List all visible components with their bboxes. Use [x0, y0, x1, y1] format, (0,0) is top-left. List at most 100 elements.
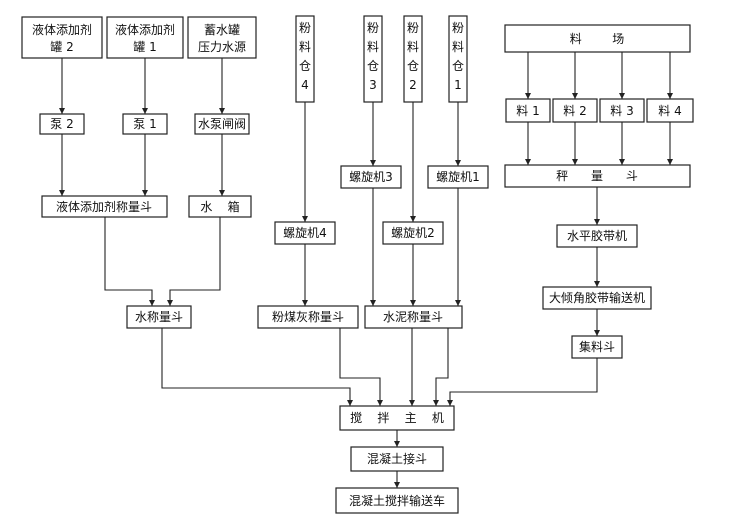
arrowhead [667, 159, 673, 165]
arrowhead [149, 300, 155, 306]
arrowhead [667, 93, 673, 99]
connectors [61, 52, 671, 488]
cement-weigh-hopper-box: 水泥称量斗 [364, 305, 463, 329]
arrowhead [302, 216, 308, 222]
arrowhead [525, 159, 531, 165]
concrete-mixer-truck-label: 混凝土搅拌输送车 [349, 493, 445, 508]
material-yard-box: 料 场 [504, 24, 691, 53]
screw-3-box: 螺旋机3 [340, 165, 402, 189]
arrowhead [142, 108, 148, 114]
arrowhead [455, 160, 461, 166]
arrowhead [370, 160, 376, 166]
material-3-box: 料 3 [599, 98, 645, 123]
screw-2-label: 螺旋机2 [391, 226, 435, 240]
main-mixer-label: 搅 拌 主 机 [350, 410, 444, 425]
arrowhead [59, 190, 65, 196]
main-mixer-box: 搅 拌 主 机 [339, 405, 455, 431]
arrowhead [572, 93, 578, 99]
additive-tank-1-line-2: 罐 1 [133, 40, 156, 54]
material-1-box: 料 1 [505, 98, 551, 123]
arrowhead [410, 216, 416, 222]
arrowhead [219, 190, 225, 196]
additive-weigh-hopper-box: 液体添加剂称量斗 [41, 195, 168, 218]
additive-weigh-hopper-label: 液体添加剂称量斗 [56, 199, 152, 214]
horizontal-belt-label: 水平胶带机 [567, 228, 627, 243]
weigh-hopper-label: 秤 量 斗 [556, 169, 638, 183]
screw-1-label: 螺旋机1 [436, 170, 480, 184]
material-4-label: 料 4 [658, 104, 681, 118]
arrowhead [167, 300, 173, 306]
screw-1-box: 螺旋机1 [427, 165, 489, 189]
connector-line [435, 328, 449, 406]
collect-hopper-label: 集料斗 [579, 339, 615, 354]
collect-hopper-box: 集料斗 [571, 335, 623, 359]
arrowhead [525, 93, 531, 99]
water-source-line-1: 蓄水罐 [204, 23, 240, 37]
connector-line [169, 217, 221, 306]
arrowhead [433, 400, 439, 406]
arrowhead [219, 108, 225, 114]
arrowhead [594, 330, 600, 336]
screw-4-label: 螺旋机4 [283, 226, 327, 240]
arrowhead [619, 159, 625, 165]
arrowhead [377, 400, 383, 406]
water-weigh-hopper-label: 水称量斗 [135, 310, 183, 324]
water-pump-valve-label: 水泵闸阀 [198, 117, 246, 131]
arrowhead [394, 482, 400, 488]
arrowhead [302, 300, 308, 306]
water-tank-label: 水 箱 [200, 199, 239, 214]
weigh-hopper-box: 秤 量 斗 [504, 164, 691, 188]
arrowhead [370, 300, 376, 306]
additive-tank-2-box: 液体添加剂 罐 2 [21, 16, 103, 59]
cement-weigh-hopper-label: 水泥称量斗 [383, 310, 443, 324]
screw-4-box: 螺旋机4 [274, 221, 336, 245]
connector-line [104, 217, 153, 306]
material-2-label: 料 2 [563, 104, 586, 118]
connector-line [161, 328, 351, 406]
arrowhead [142, 190, 148, 196]
arrowheads [59, 93, 673, 488]
arrowhead [409, 400, 415, 406]
flyash-weigh-hopper-box: 粉煤灰称量斗 [257, 305, 359, 329]
material-2-box: 料 2 [552, 98, 598, 123]
horizontal-belt-box: 水平胶带机 [556, 224, 638, 248]
pump-1-box: 泵 1 [122, 113, 168, 135]
concrete-receiving-hopper-label: 混凝土接斗 [367, 451, 427, 466]
arrowhead [447, 400, 453, 406]
pump-1-label: 泵 1 [133, 117, 156, 131]
steep-belt-box: 大倾角胶带输送机 [542, 286, 652, 310]
arrowhead [455, 300, 461, 306]
water-weigh-hopper-box: 水称量斗 [126, 305, 192, 329]
flyash-weigh-hopper-label: 粉煤灰称量斗 [272, 310, 344, 324]
material-1-label: 料 1 [516, 104, 539, 118]
arrowhead [59, 108, 65, 114]
screw-2-box: 螺旋机2 [382, 221, 444, 245]
pump-2-box: 泵 2 [39, 113, 85, 135]
additive-tank-2-line-2: 罐 2 [50, 40, 73, 54]
water-tank-box: 水 箱 [188, 195, 252, 218]
arrowhead [347, 400, 353, 406]
arrowhead [410, 300, 416, 306]
arrowhead [619, 93, 625, 99]
arrowhead [594, 219, 600, 225]
arrowhead [572, 159, 578, 165]
material-3-label: 料 3 [610, 104, 633, 118]
steep-belt-label: 大倾角胶带输送机 [549, 290, 645, 305]
concrete-receiving-hopper-box: 混凝土接斗 [350, 446, 444, 472]
additive-tank-2-line-1: 液体添加剂 [32, 22, 92, 37]
arrowhead [394, 441, 400, 447]
water-source-line-2: 压力水源 [198, 40, 246, 54]
additive-tank-1-line-1: 液体添加剂 [115, 22, 175, 37]
connector-line [339, 328, 381, 406]
concrete-mixer-truck-box: 混凝土搅拌输送车 [335, 487, 459, 514]
